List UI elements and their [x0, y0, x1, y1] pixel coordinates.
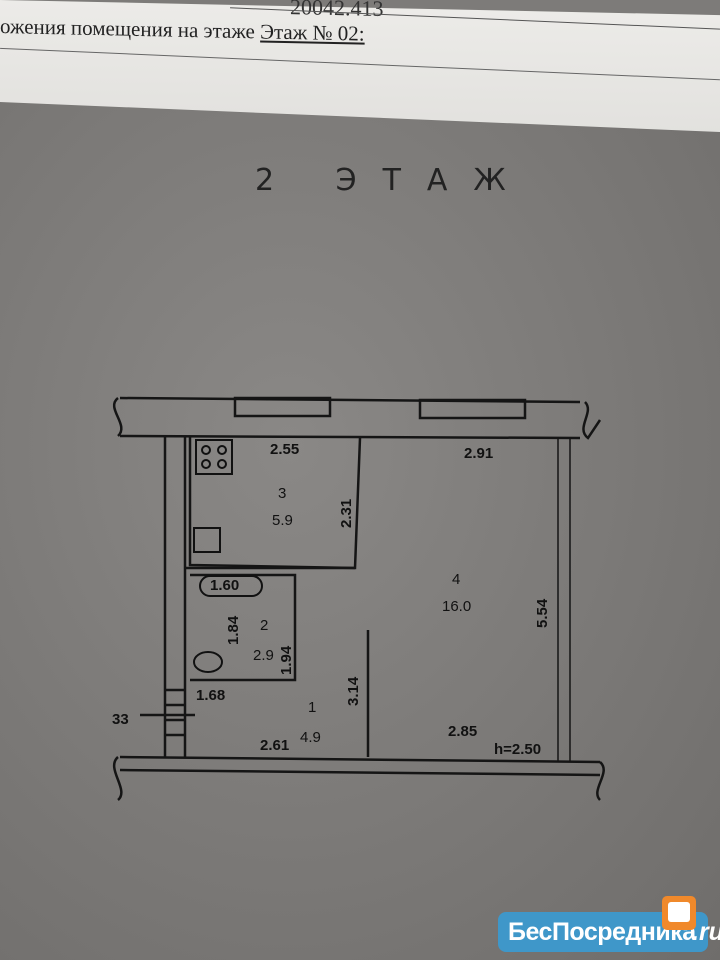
room-number: 1: [308, 699, 316, 716]
toilet-icon: [193, 651, 223, 673]
room-number: 2: [260, 617, 268, 634]
dimension: 1.68: [196, 687, 225, 704]
room-area: 16.0: [442, 598, 471, 615]
dimension: 1.94: [278, 645, 295, 675]
sink-icon: [193, 527, 221, 553]
room-area: 5.9: [272, 512, 293, 529]
room-number: 3: [278, 485, 286, 502]
floor-plan-sheet: [0, 102, 720, 960]
dimension: 5.54: [534, 598, 551, 628]
fixtures: [193, 439, 263, 673]
dimension: 2.85: [448, 723, 477, 740]
dimension: 1.84: [225, 615, 242, 645]
dimension: 3.14: [345, 676, 362, 706]
watermark-tld: .ru: [692, 918, 720, 946]
window: [418, 398, 527, 420]
room-labels: 3 5.9 4 16.0 2 2.9 1 4.9: [253, 485, 471, 746]
plan-title: 2 ЭТАЖ: [255, 163, 532, 198]
dimension: 2.31: [338, 499, 355, 528]
dimension-labels: 2.55 2.91 2.31 5.54 1.60 1.84 1.94 1.68 …: [112, 441, 551, 758]
room-area: 2.9: [253, 647, 274, 664]
dimension: 2.55: [270, 441, 299, 458]
stairs-mark: 33: [112, 711, 129, 728]
bathtub-icon: [199, 575, 263, 597]
window: [233, 396, 332, 418]
room-number: 4: [452, 571, 460, 588]
dimension: 2.61: [260, 737, 289, 754]
mascot-logo-icon: [662, 896, 696, 930]
dimension: 2.91: [464, 445, 493, 462]
ceiling-height: h=2.50: [494, 741, 541, 758]
dimension: 1.60: [210, 577, 239, 594]
room-area: 4.9: [300, 729, 321, 746]
walls: [112, 396, 605, 801]
stove-icon: [195, 439, 233, 475]
